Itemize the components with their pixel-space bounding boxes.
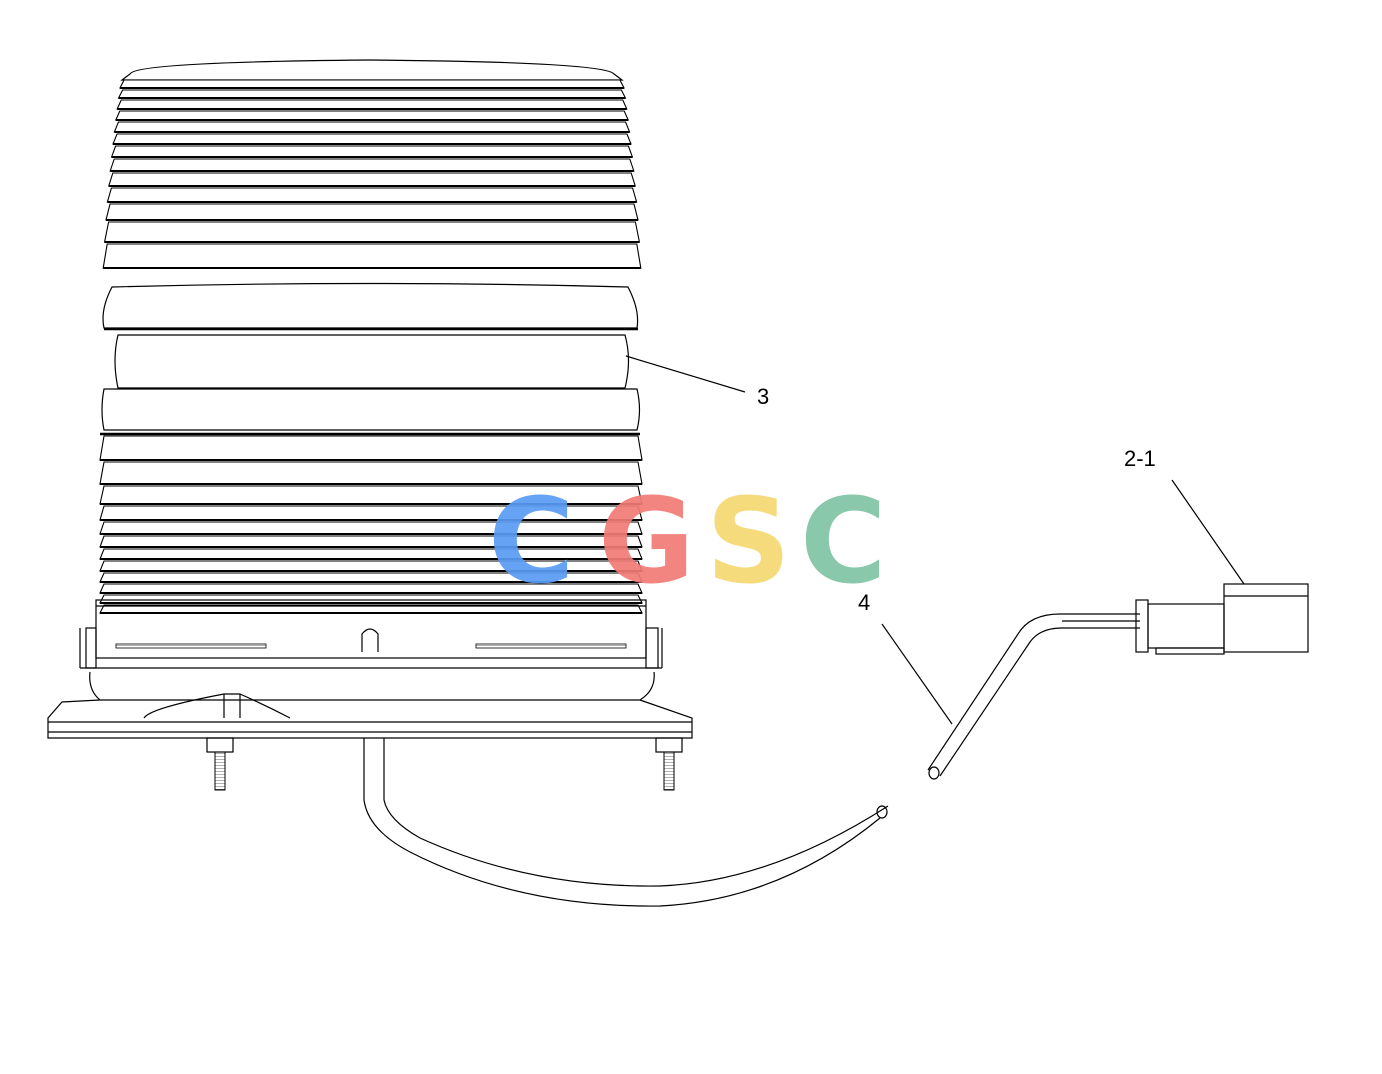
callout-connector: 2-1 [1124,446,1245,585]
harness-cable [927,613,1140,780]
upper-fin [103,221,641,243]
upper-fin [108,172,636,187]
mounting-stud-right [655,737,683,791]
base-cable [363,738,889,907]
upper-fin [119,79,625,89]
upper-fin [113,121,631,133]
beacon-lamp [47,59,693,791]
callout-label-cable: 4 [858,590,870,615]
callout-label-connector: 2-1 [1124,446,1156,471]
mounting-stud-left [206,737,234,791]
connector-plug [1135,583,1309,655]
watermark-letter-4: C [800,472,887,610]
upper-fin [105,203,639,221]
upper-fin [110,145,634,158]
upper-fin [109,158,635,172]
upper-fin [112,133,632,145]
callout-label-lens: 3 [757,384,769,409]
callout-lens: 3 [625,355,769,409]
upper-fin [102,243,642,269]
watermark-letter-2: G [598,472,695,610]
lens [114,334,630,389]
lower-fins [99,435,643,614]
lower-fin [99,435,643,461]
callout-cable: 4 [858,590,953,725]
upper-fin [116,99,628,110]
upper-fins [102,79,642,269]
upper-fin [106,187,638,203]
upper-fin [117,89,627,99]
watermark-logo: C G S C [488,472,887,610]
upper-fin [114,110,630,121]
watermark-letter-1: C [488,472,575,610]
watermark-letter-3: S [706,472,791,610]
